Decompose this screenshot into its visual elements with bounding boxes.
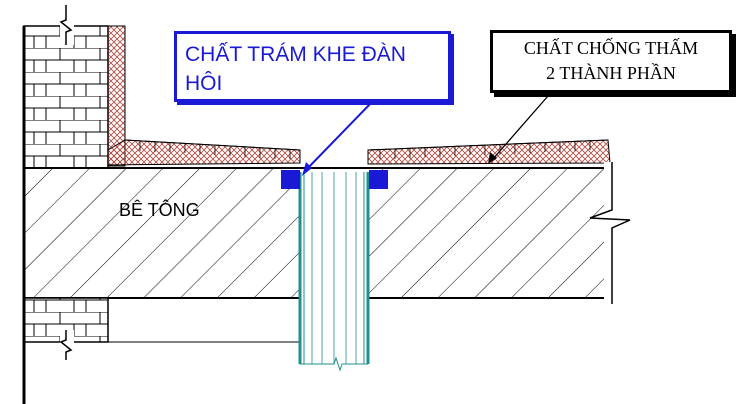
floor-waterproof-layer-left	[107, 139, 301, 166]
sealant-label-line2: HÔI	[185, 72, 223, 95]
brick-wall-lower	[22, 297, 300, 404]
floor-waterproof-layer-right	[367, 139, 611, 165]
waterproofing-callout: CHẤT CHỐNG THẤM 2 THÀNH PHẦN	[490, 30, 732, 93]
brick-wall-upper	[22, 25, 109, 169]
waterproofing-label-line1: CHẤT CHỐNG THẤM	[523, 38, 699, 58]
sealant-callout: CHẤT TRÁM KHE ĐÀN HÔI	[174, 31, 451, 102]
wall-waterproof-layer	[107, 25, 126, 167]
pipe	[298, 172, 370, 372]
leader-line-waterproofing	[488, 95, 549, 164]
waterproofing-label-line2: 2 THÀNH PHẦN	[546, 63, 676, 83]
break-symbol-right	[589, 162, 631, 304]
concrete-label: BÊ TÔNG	[119, 200, 200, 220]
sealant-label-line1: CHẤT TRÁM KHE ĐÀN	[185, 43, 406, 66]
break-symbol-top	[59, 5, 74, 45]
sealant-blocks	[281, 170, 388, 189]
leader-line-sealant	[302, 101, 373, 176]
